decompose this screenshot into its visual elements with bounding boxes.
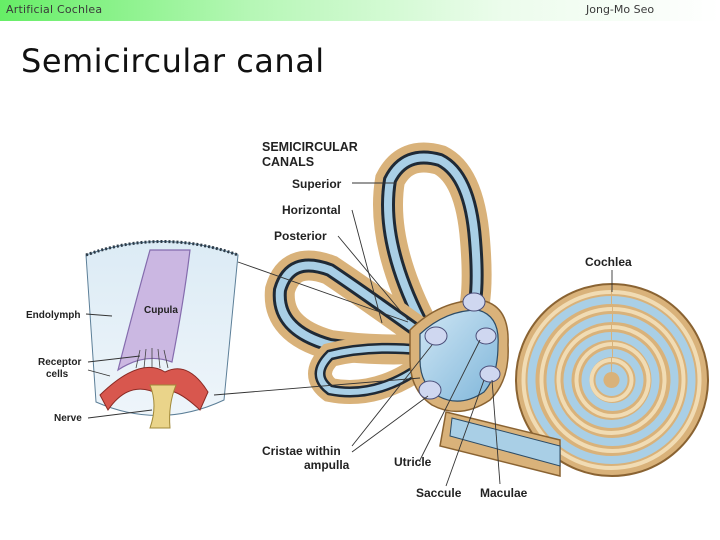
crista-inset xyxy=(85,240,239,429)
label-cupula: Cupula xyxy=(144,305,178,316)
label-endolymph: Endolymph xyxy=(26,310,80,321)
saccule-macula xyxy=(479,365,501,383)
label-nerve: Nerve xyxy=(54,413,82,424)
label-cristae-2: ampulla xyxy=(304,458,350,472)
label-horizontal: Horizontal xyxy=(282,203,341,217)
label-receptor-2: cells xyxy=(46,369,69,380)
ampulla-posterior xyxy=(418,380,442,400)
cochlea xyxy=(439,283,709,477)
label-semicircular-canals-2: CANALS xyxy=(262,155,314,169)
label-cristae-1: Cristae within xyxy=(262,444,341,458)
header-band xyxy=(0,0,720,21)
header-author: Jong-Mo Seo xyxy=(586,3,655,16)
header-course-title: Artificial Cochlea xyxy=(6,3,103,16)
vestibule xyxy=(409,292,509,413)
semicircular-canals xyxy=(264,142,492,404)
label-semicircular-canals-1: SEMICIRCULAR xyxy=(262,140,358,154)
ampulla-superior xyxy=(462,292,486,312)
nerve xyxy=(149,384,177,429)
leader-lines xyxy=(85,182,613,487)
slide-title: Semicircular canal xyxy=(21,42,325,80)
label-receptor-1: Receptor xyxy=(38,357,81,368)
label-maculae: Maculae xyxy=(480,486,528,500)
label-superior: Superior xyxy=(292,177,342,191)
utricle-macula xyxy=(475,327,497,345)
label-utricle: Utricle xyxy=(394,455,432,469)
label-saccule: Saccule xyxy=(416,486,462,500)
figure-labels: SEMICIRCULAR CANALS Superior Horizontal … xyxy=(26,140,632,500)
ampulla-horizontal xyxy=(424,326,448,346)
label-posterior: Posterior xyxy=(274,229,327,243)
label-cochlea: Cochlea xyxy=(585,255,632,269)
